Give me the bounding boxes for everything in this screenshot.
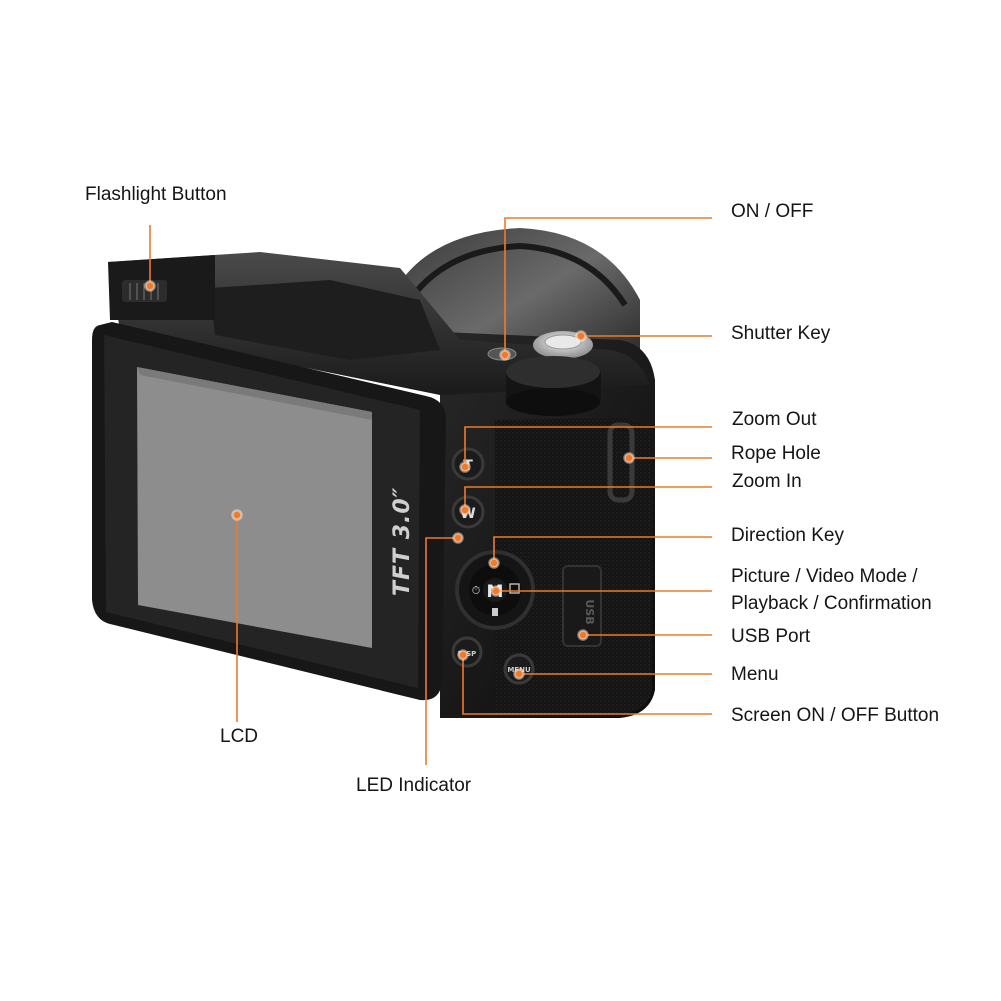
- label-on-off: ON / OFF: [731, 201, 814, 222]
- svg-text:USB: USB: [583, 599, 596, 624]
- leader-direction: [493, 536, 712, 563]
- mode-dial: [506, 356, 601, 416]
- label-screen-on-off: Screen ON / OFF Button: [731, 705, 940, 726]
- label-lcd: LCD: [220, 726, 259, 747]
- label-zoom-out: Zoom Out: [732, 409, 817, 430]
- leader-on-off: [504, 217, 712, 355]
- leader-zoom-in: [464, 486, 712, 510]
- svg-text:⏱: ⏱: [472, 584, 481, 597]
- label-led-indicator: LED Indicator: [356, 775, 472, 796]
- label-usb-port: USB Port: [731, 626, 811, 647]
- leader-screen-onoff: [462, 655, 712, 715]
- label-menu: Menu: [731, 664, 779, 685]
- label-direction-key: Direction Key: [731, 525, 844, 546]
- flashlight-switch: [122, 280, 167, 302]
- label-mode-button: Picture / Video Mode / Playback / Confir…: [731, 566, 932, 614]
- leader-zoom-out: [464, 426, 712, 467]
- label-flashlight-button: Flashlight Button: [85, 184, 227, 205]
- lcd-panel: TFT 3.0″: [92, 322, 446, 701]
- usb-port-cover: USB: [562, 565, 602, 647]
- tft-label: TFT 3.0″: [390, 486, 415, 596]
- leader-led: [425, 537, 458, 765]
- label-shutter-key: Shutter Key: [731, 323, 831, 344]
- label-zoom-in: Zoom In: [732, 471, 802, 492]
- rope-hole-lug: [607, 422, 635, 503]
- lcd-screen: [137, 367, 372, 648]
- label-rope-hole: Rope Hole: [731, 443, 821, 464]
